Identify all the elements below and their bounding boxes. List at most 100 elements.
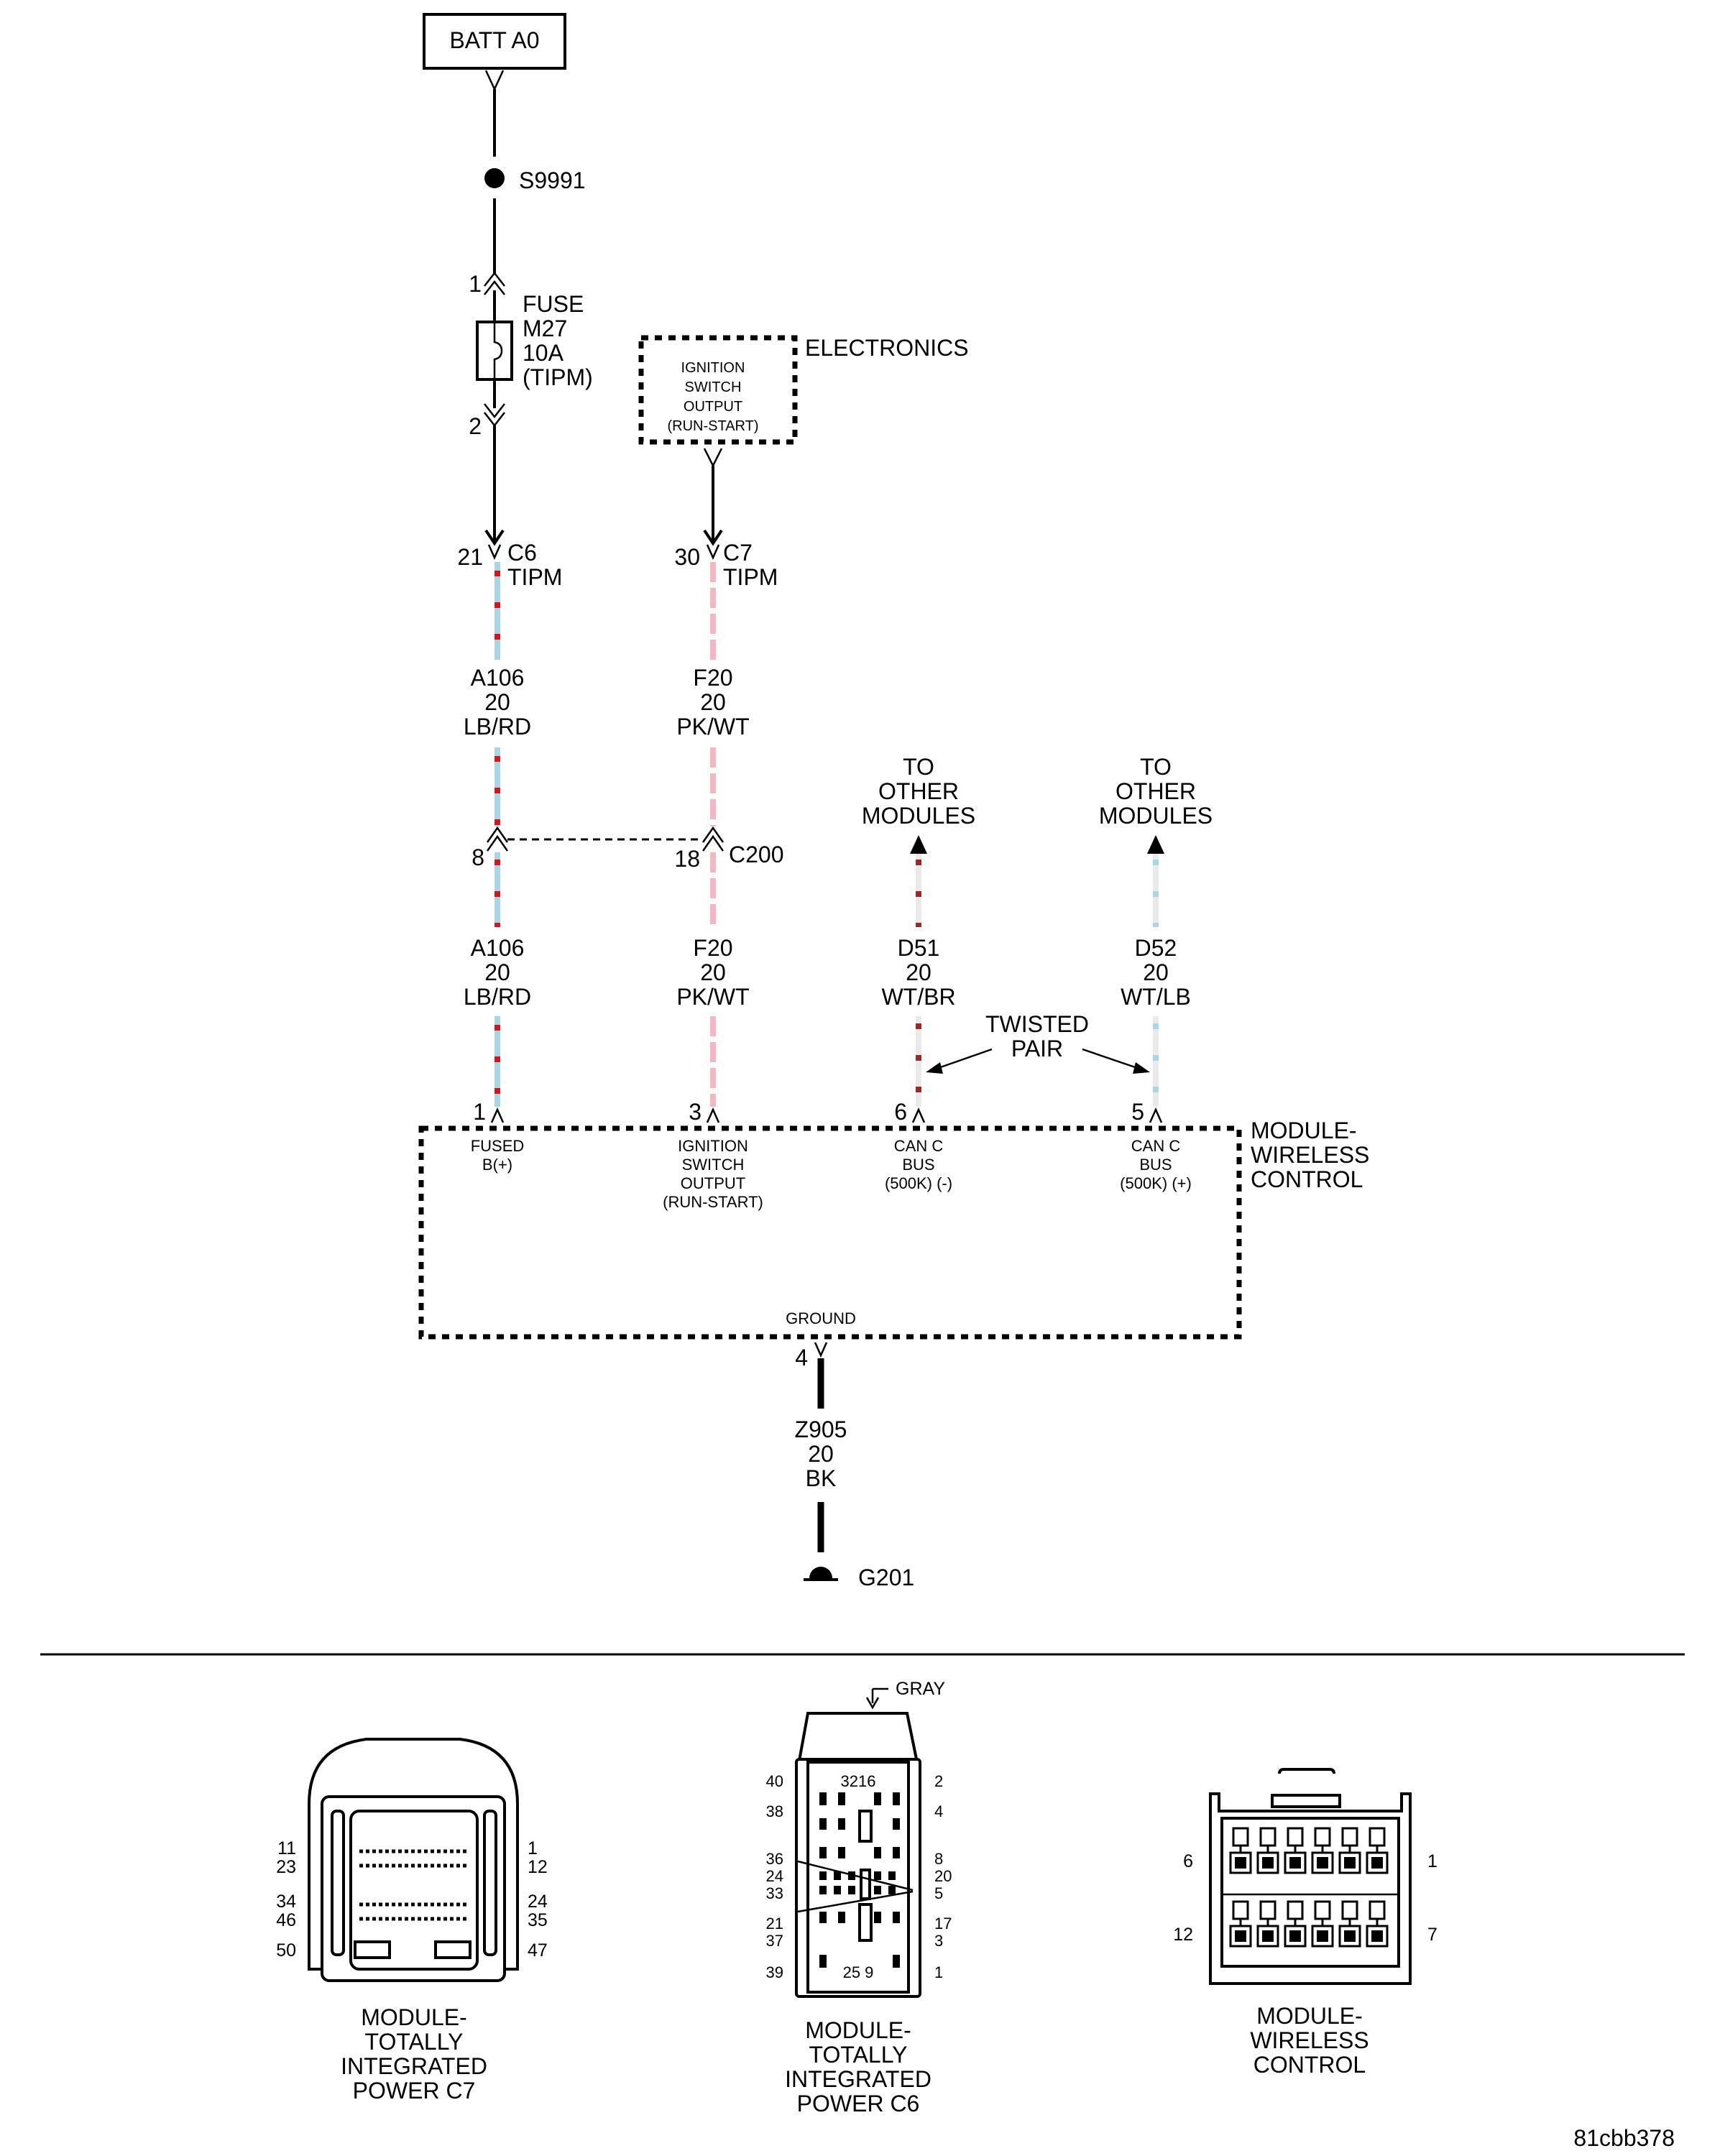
wcm-left-pin-2: 12 <box>1173 1925 1193 1945</box>
twisted-pair-1: TWISTED <box>985 1011 1089 1037</box>
wcm-pin-5-desc-1: CAN C <box>1131 1137 1181 1155</box>
c6-caption-3: INTEGRATED <box>785 2066 932 2092</box>
c6-right-pin-3: 8 <box>934 1850 943 1868</box>
d51-label-1: D51 <box>898 935 940 961</box>
c6-caption-4: POWER C6 <box>797 2091 920 2116</box>
twisted-pair-2: PAIR <box>1011 1036 1063 1061</box>
electronics-line-2: SWITCH <box>685 379 742 395</box>
a106-lower-label-1: A106 <box>471 935 525 961</box>
wcm-terminal-cavity <box>1366 1851 1389 1874</box>
c6-pin-e4 <box>874 1886 881 1894</box>
wcm-latch <box>1278 1768 1335 1774</box>
wcm-right-pin-1: 1 <box>1427 1851 1438 1871</box>
fuse-label-1: FUSE <box>523 291 584 317</box>
wcm-terminal-tab <box>1259 1900 1276 1920</box>
to-other-right-arrow <box>1147 835 1164 854</box>
c6-pin-d5 <box>888 1871 896 1880</box>
wcm-terminal-tab <box>1341 1900 1358 1920</box>
wcm-title-3: CONTROL <box>1251 1166 1363 1192</box>
wcm-pin-1-desc-1: FUSED <box>471 1137 525 1155</box>
ground-label: G201 <box>858 1565 914 1590</box>
c6-pin-b3 <box>893 1818 900 1830</box>
to-other-left-2: OTHER <box>878 778 959 804</box>
wcm-latch-base <box>1271 1794 1341 1808</box>
wcm-terminal-tab <box>1368 1900 1386 1920</box>
twisted-pair-left-line <box>934 1048 993 1071</box>
electronics-box <box>638 335 798 445</box>
f20-upper-label-3: PK/WT <box>676 714 749 740</box>
c7-right-pin-1: 1 <box>528 1838 538 1858</box>
wcm-terminal-tab <box>1314 1900 1331 1920</box>
wcm-terminal-pin <box>1317 1857 1328 1869</box>
tipm-c6-pin <box>487 544 502 561</box>
wcm-pin-3-desc-4: (RUN-START) <box>663 1193 763 1211</box>
tipm-c6-pin-num: 21 <box>457 544 483 570</box>
wcm-terminal-tab <box>1314 1827 1331 1847</box>
c6-right-pin-6: 17 <box>934 1915 952 1932</box>
c6-leader-2 <box>797 1890 914 1913</box>
wcm-terminal-tab <box>1287 1900 1304 1920</box>
f20-upper-label-1: F20 <box>693 665 732 691</box>
wcm-terminal-pin <box>1289 1857 1301 1869</box>
fuse-label-2: M27 <box>523 315 567 341</box>
wcm-terminal-tab <box>1341 1827 1358 1847</box>
wcm-terminal-tab <box>1232 1900 1249 1920</box>
batt-label: BATT A0 <box>449 27 539 53</box>
c6-right-pin-7: 3 <box>934 1932 943 1950</box>
wcm-terminal-pin <box>1317 1930 1328 1942</box>
c6-pin-d1 <box>819 1871 827 1880</box>
wcm-terminal-pin <box>1344 1930 1356 1942</box>
wcm-ground-label: GROUND <box>786 1309 856 1327</box>
c6-pin-e5 <box>888 1886 896 1894</box>
wcm-terminal-pin <box>1235 1857 1246 1869</box>
electronics-line-1: IGNITION <box>681 360 745 376</box>
c200-f20-pin <box>702 826 724 852</box>
wcm-ground-pin: 4 <box>795 1345 808 1370</box>
wcm-module-box <box>418 1125 1242 1340</box>
wcm-pin-5-terminal <box>1149 1107 1163 1123</box>
c6-pin-c1 <box>819 1847 827 1858</box>
c6-left-pin-3: 36 <box>766 1850 783 1868</box>
wcm-pin-6-num: 6 <box>894 1099 907 1125</box>
c6-top-pins: 3216 <box>841 1772 876 1790</box>
connector-c6-face <box>795 1712 921 1998</box>
d52-label-3: WT/LB <box>1121 984 1191 1010</box>
c7-large-pin-left <box>354 1940 391 1959</box>
tipm-c7-label: C7 <box>723 540 753 566</box>
c6-pin-f2 <box>838 1912 845 1923</box>
c7-left-pin-2: 23 <box>276 1857 296 1877</box>
c6-pin-f4 <box>893 1912 900 1923</box>
c7-left-pin-5: 50 <box>276 1940 296 1961</box>
wcm-pin-5-desc-3: (500K) (+) <box>1120 1174 1192 1192</box>
wcm-right-pin-2: 7 <box>1427 1925 1438 1945</box>
z905-label-2: 20 <box>808 1441 834 1467</box>
c6-pin-c4 <box>893 1847 900 1858</box>
a106-upper-label-2: 20 <box>484 689 510 715</box>
c6-right-pin-2: 4 <box>934 1802 943 1820</box>
wcm-caption-1: MODULE- <box>1256 2003 1363 2029</box>
f20-lower-label-1: F20 <box>693 935 732 961</box>
c200-label: C200 <box>729 842 784 867</box>
fuse-label-4: (TIPM) <box>523 364 593 390</box>
to-other-left-1: TO <box>903 754 934 780</box>
c6-pin-a4 <box>893 1792 900 1805</box>
c6-gray-label: GRAY <box>896 1679 945 1699</box>
a106-lower-label-3: LB/RD <box>464 984 531 1010</box>
a106-upper-label-1: A106 <box>471 665 525 691</box>
to-other-left-3: MODULES <box>862 803 975 829</box>
to-other-right-3: MODULES <box>1099 803 1213 829</box>
wcm-terminal-pin <box>1235 1930 1246 1942</box>
tipm-c6-arrow <box>484 529 505 546</box>
c7-right-pin-4: 35 <box>528 1910 548 1930</box>
wcm-terminal-tab <box>1287 1827 1304 1847</box>
fuse-label-3: 10A <box>523 340 564 366</box>
f20-lower-label-3: PK/WT <box>676 984 749 1010</box>
c6-left-pin-2: 38 <box>766 1802 783 1820</box>
wcm-pin-5-desc-2: BUS <box>1139 1156 1172 1174</box>
connector-c7-face <box>308 1738 519 1982</box>
wcm-pin-1-num: 1 <box>473 1099 486 1125</box>
wcm-pin-grid <box>1229 1827 1389 1948</box>
wcm-terminal-cavity <box>1229 1925 1252 1948</box>
c6-pin-a1 <box>819 1792 827 1805</box>
twisted-pair-left-arrow <box>926 1062 943 1074</box>
